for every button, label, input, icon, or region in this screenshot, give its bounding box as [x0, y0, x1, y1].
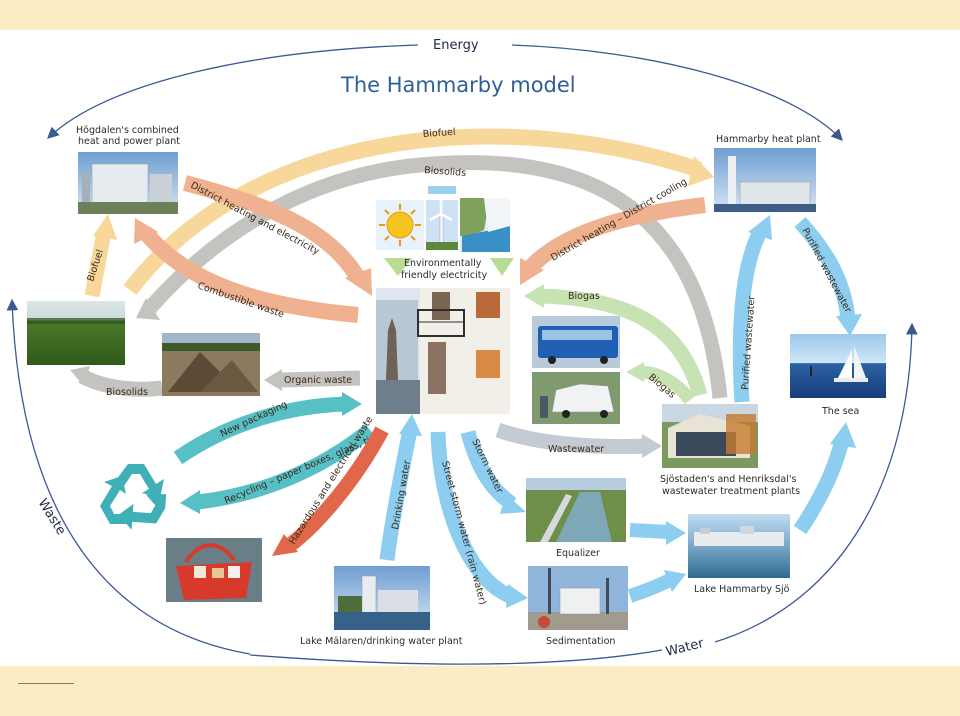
label-purified-wastewater-down: Purified wastewater [799, 226, 853, 314]
main-building-image [376, 288, 510, 414]
equalizer-image [526, 478, 626, 542]
node-heat-plant: Hammarby heat plant [716, 134, 821, 145]
electricity-icons [376, 186, 510, 252]
water-label: Water [664, 636, 706, 660]
arrow-biofuel-top: Biofuel [123, 127, 714, 295]
sea-image [790, 334, 886, 398]
node-equalizer: Equalizer [556, 548, 600, 559]
arrow-wastewater: Wastewater [495, 422, 662, 458]
malaren-image [334, 566, 430, 630]
compost-image [162, 333, 260, 396]
car-image [532, 372, 620, 424]
arrow-biogas-upper: Biogas [524, 284, 708, 398]
waste-label: Waste [35, 496, 69, 538]
lake-hammarby-image [688, 514, 790, 578]
sedimentation-image [528, 566, 628, 630]
sun-icon [379, 204, 421, 246]
footer-rule [18, 683, 74, 684]
bus-image [532, 316, 620, 368]
top-band [0, 0, 960, 30]
hogdalen-plant-image [78, 152, 178, 214]
node-sedimentation: Sedimentation [546, 636, 615, 647]
node-electricity-line2: friendly electricity [401, 270, 487, 281]
bottom-band [0, 666, 960, 716]
energy-cycle-line [47, 44, 843, 141]
waste-cycle-line [6, 298, 251, 655]
wind-turbine-icon [426, 200, 458, 250]
arrow-sedimentation-lake [627, 570, 686, 603]
arrow-lake-to-sea [793, 422, 856, 535]
arrow-drinking-water: Drinking water [379, 414, 422, 561]
node-treatment-line2: wastewater treatment plants [662, 486, 800, 497]
treatment-plant-image [662, 404, 758, 468]
arrow-biofuel-left: Biofuel [84, 214, 117, 298]
label-biofuel-top: Biofuel [422, 127, 456, 140]
arrow-biogas-lower: Biogas [626, 362, 696, 405]
water-cycle-line [249, 322, 918, 665]
basket-image [166, 538, 262, 602]
node-the-sea: The sea [821, 406, 859, 417]
arrow-equalizer-lake [629, 521, 686, 545]
arrow-biosolids-top: Biosolids [136, 155, 728, 399]
arrow-electricity-down [384, 258, 514, 276]
node-hogdalen: Högdalen's combined heat and power plant [76, 125, 182, 147]
label-wastewater: Wastewater [548, 444, 604, 455]
node-lake-hammarby: Lake Hammarby Sjö [694, 584, 790, 595]
energy-label: Energy [433, 38, 479, 53]
diagram-title: The Hammarby model [340, 73, 576, 97]
label-organic-waste: Organic waste [284, 375, 352, 386]
arrow-purified-wastewater-down: Purified wastewater [794, 216, 862, 336]
arrow-organic-waste: Organic waste [264, 369, 361, 391]
hydro-dam-icon [460, 198, 510, 252]
arrow-purified-wastewater-up: Purified wastewater [732, 215, 772, 403]
node-electricity: Environmentally [404, 258, 482, 269]
label-biogas-upper: Biogas [568, 291, 600, 302]
heat-plant-image [714, 148, 816, 212]
field-image [27, 301, 125, 365]
node-malaren: Lake Mälaren/drinking water plant [300, 636, 463, 647]
arrow-storm-water: Storm water [460, 430, 526, 514]
node-treatment: Sjöstaden's and Henriksdal's [660, 474, 796, 485]
arrow-biosolids-left: Biosolids [70, 366, 163, 398]
label-biosolids-left: Biosolids [106, 387, 148, 398]
recycling-icon [100, 464, 167, 530]
label-biosolids-top: Biosolids [424, 165, 467, 179]
